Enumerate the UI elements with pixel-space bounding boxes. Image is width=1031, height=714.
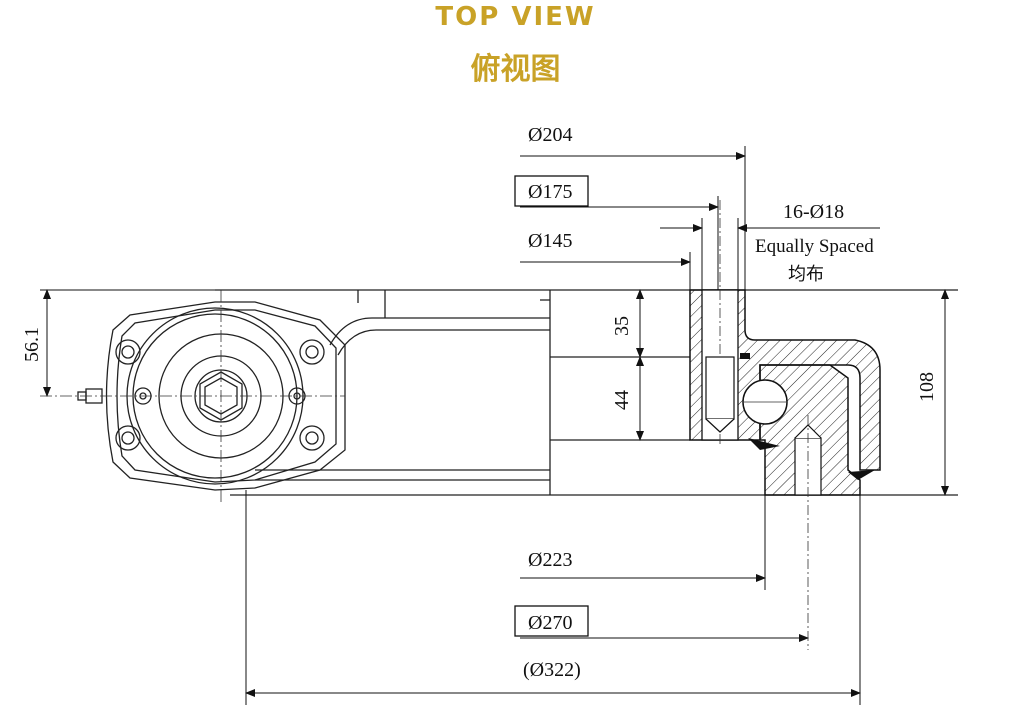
dimension-lines — [40, 146, 949, 705]
dim-h35: 35 — [611, 316, 633, 336]
center-lines — [40, 290, 345, 505]
dim-d270-box — [514, 605, 589, 637]
dim-equally-spaced-cn: 均布 — [788, 264, 824, 285]
dim-d204: Ø204 — [528, 124, 572, 146]
ring-section — [689, 200, 881, 650]
dim-d322: (Ø322) — [523, 659, 581, 681]
dim-h108: 108 — [916, 372, 938, 402]
dim-d145: Ø145 — [528, 230, 572, 252]
dim-equally-spaced: Equally Spaced — [755, 236, 874, 257]
dim-h44: 44 — [611, 390, 633, 410]
page-title-cn: 俯视图 — [470, 52, 561, 87]
dim-h56: 56.1 — [21, 327, 43, 362]
page-title: TOP VIEW — [435, 2, 596, 32]
dim-d175-box — [514, 175, 589, 207]
dim-d175: Ø175 — [528, 181, 572, 203]
drive-housing — [77, 290, 550, 491]
dim-d270: Ø270 — [528, 612, 572, 634]
dim-d223: Ø223 — [528, 549, 572, 571]
dim-holes: 16-Ø18 — [783, 201, 844, 223]
